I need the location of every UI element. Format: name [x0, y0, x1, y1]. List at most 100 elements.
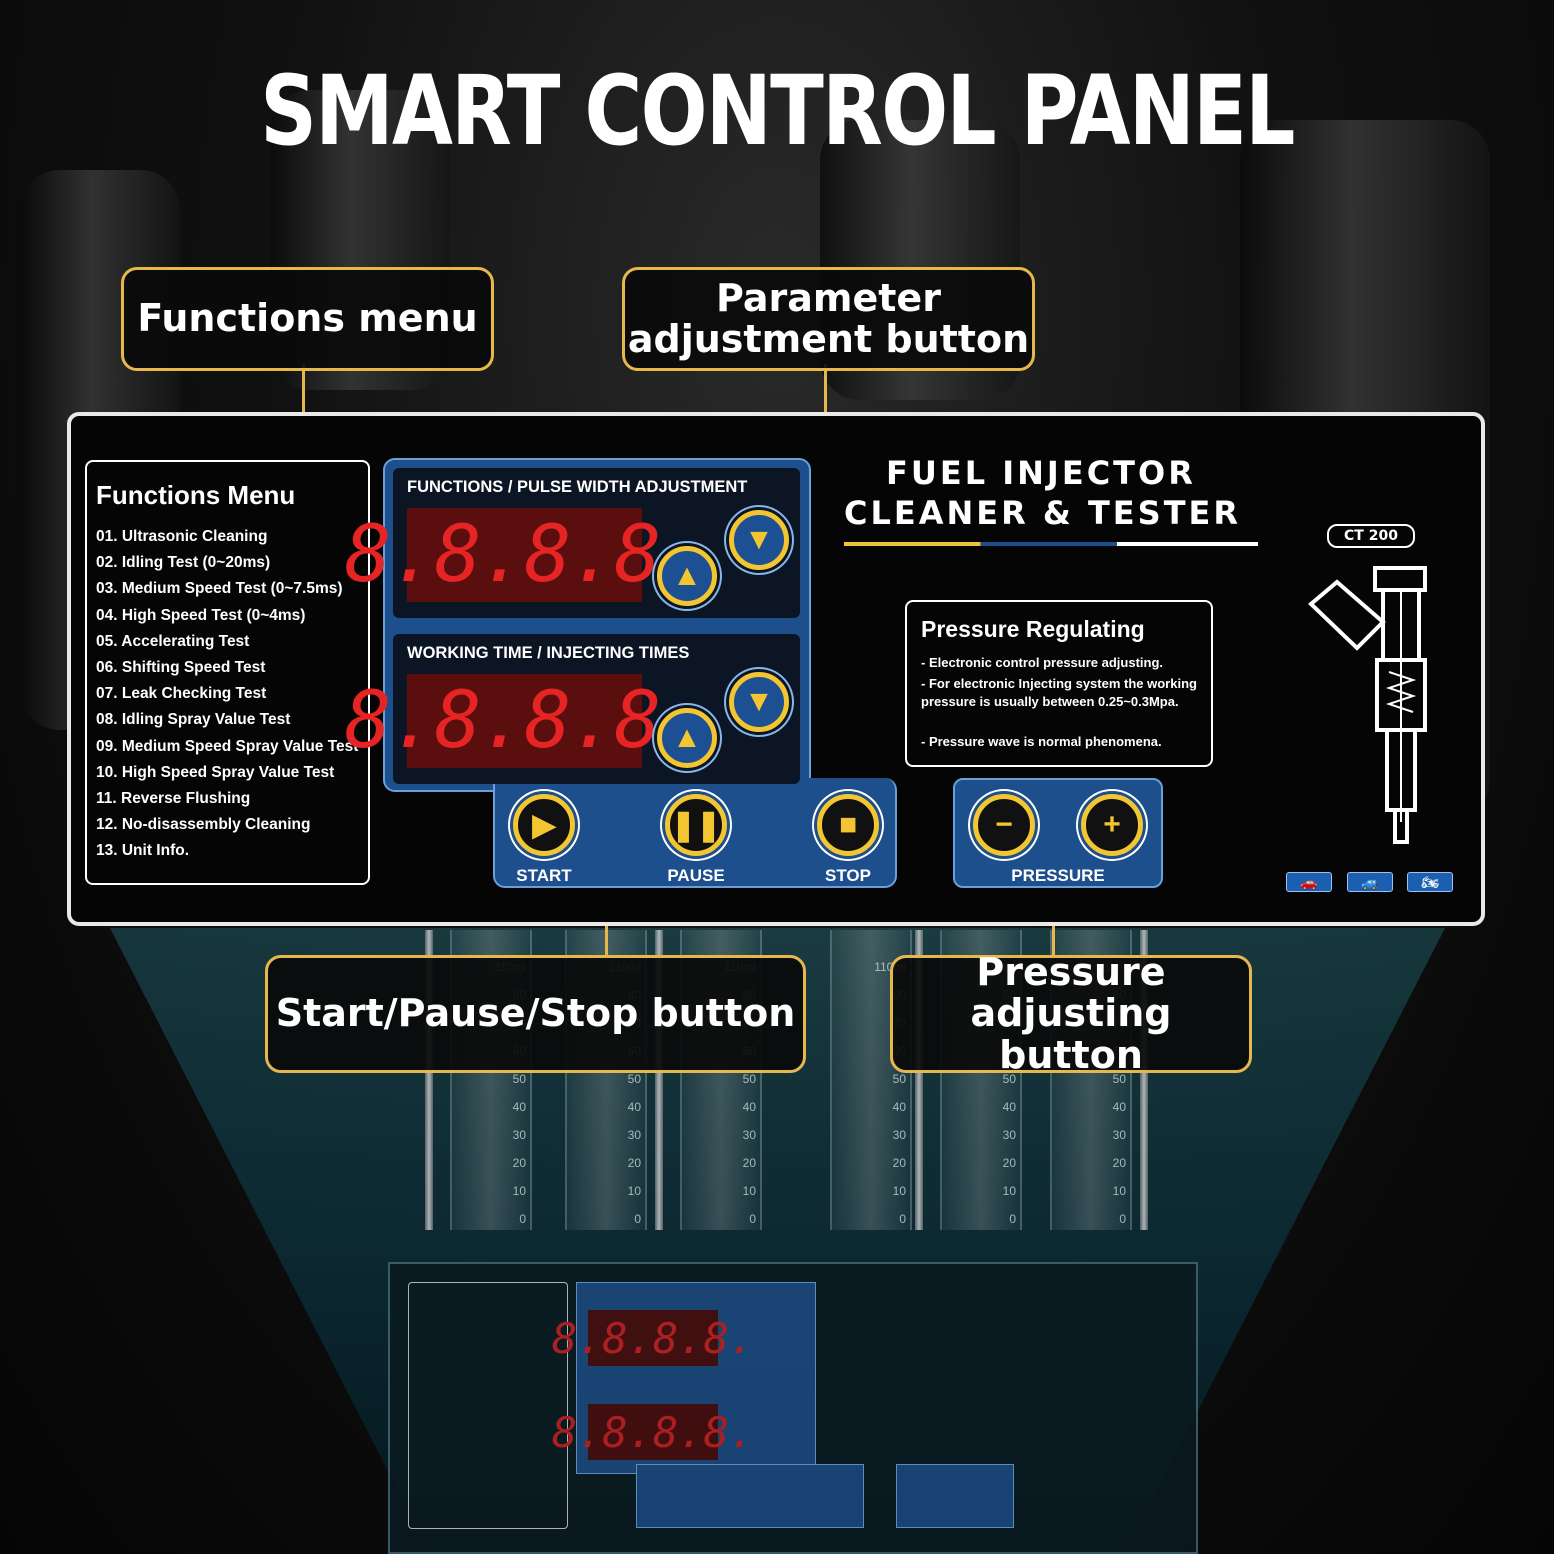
minus-icon: −: [995, 808, 1013, 841]
tube-scale-mark: 0: [1009, 1212, 1016, 1226]
tube-scale-mark: 40: [1112, 1100, 1126, 1114]
start-button[interactable]: ▶: [513, 794, 575, 856]
tube-scale-mark: 50: [1002, 1072, 1016, 1086]
brand-underline: [844, 542, 1258, 546]
functions-menu-item: 07. Leak Checking Test: [96, 685, 267, 703]
tube-scale-mark: 0: [749, 1212, 756, 1226]
callout-parameter-adjustment: Parameter adjustment button: [622, 267, 1035, 371]
pulse-down-button[interactable]: ▼: [729, 510, 789, 570]
tube-scale-mark: 10: [512, 1184, 526, 1198]
tube-scale-mark: 20: [1002, 1156, 1016, 1170]
start-label: START: [516, 866, 572, 885]
callout-pressure-adjusting: Pressure adjusting button: [890, 952, 1252, 1077]
callout-text-line2: adjustment button: [627, 317, 1030, 361]
support-rod: [915, 930, 923, 1230]
tube-scale-mark: 50: [627, 1072, 641, 1086]
pressure-info-box: Pressure Regulating - Electronic control…: [905, 600, 1213, 767]
functions-menu: Functions Menu 01. Ultrasonic Cleaning 0…: [85, 460, 370, 885]
triangle-down-icon: ▼: [744, 685, 774, 718]
support-rod: [655, 930, 663, 1230]
tube-scale-mark: 0: [519, 1212, 526, 1226]
tube-scale-mark: 0: [634, 1212, 641, 1226]
stop-button[interactable]: ■: [817, 794, 879, 856]
triangle-up-icon: ▲: [672, 559, 702, 592]
mini-display-2: 8.8.8.8.: [552, 1404, 754, 1460]
car-icon: 🚗: [1286, 872, 1332, 892]
pressure-minus-button[interactable]: −: [973, 794, 1035, 856]
control-panel: Functions Menu 01. Ultrasonic Cleaning 0…: [67, 412, 1485, 926]
segment-display: 8.8.8.8.: [344, 674, 706, 768]
pressure-note: - Electronic control pressure adjusting.: [921, 655, 1164, 670]
model-badge: CT 200: [1327, 524, 1415, 548]
functions-menu-item: 02. Idling Test (0~20ms): [96, 554, 271, 572]
tube-scale-mark: 50: [1112, 1072, 1126, 1086]
tube-scale-mark: 50: [512, 1072, 526, 1086]
tube-scale-mark: 30: [627, 1128, 641, 1142]
functions-menu-item: 12. No-disassembly Cleaning: [96, 816, 311, 834]
stop-icon: ■: [838, 808, 858, 841]
tube-scale-mark: 0: [1119, 1212, 1126, 1226]
mini-functions-menu: [408, 1282, 568, 1529]
pause-button[interactable]: ❚❚: [665, 794, 727, 856]
tube-scale-mark: 20: [512, 1156, 526, 1170]
mini-pressure-strip: [896, 1464, 1014, 1528]
pressure-label: PRESSURE: [1011, 866, 1105, 885]
brand-line-1: FUEL INJECTOR: [886, 454, 1196, 492]
triangle-down-icon: ▼: [744, 523, 774, 556]
mini-display-1: 8.8.8.8.: [552, 1310, 754, 1366]
time-up-button[interactable]: ▲: [657, 708, 717, 768]
motorcycle-icon: 🏍: [1407, 872, 1453, 892]
functions-menu-item: 03. Medium Speed Test (0~7.5ms): [96, 580, 343, 598]
tube-scale-mark: 10: [892, 1184, 906, 1198]
tube-scale-mark: 50: [742, 1072, 756, 1086]
functions-menu-item: 11. Reverse Flushing: [96, 789, 251, 807]
functions-menu-list: 01. Ultrasonic Cleaning 02. Idling Test …: [96, 528, 358, 868]
tube-scale-mark: 20: [1112, 1156, 1126, 1170]
play-icon: ▶: [532, 808, 556, 842]
pause-label: PAUSE: [667, 866, 725, 885]
tube-scale-mark: 40: [512, 1100, 526, 1114]
pressure-plus-button[interactable]: +: [1081, 794, 1143, 856]
display-label: WORKING TIME / INJECTING TIMES: [407, 644, 690, 662]
tube-scale-mark: 40: [627, 1100, 641, 1114]
mini-button-strip: [636, 1464, 864, 1528]
tube-scale-mark: 40: [742, 1100, 756, 1114]
tube-scale-mark: 10: [627, 1184, 641, 1198]
tube-scale-mark: 30: [1002, 1128, 1016, 1142]
injector-illustration: [1308, 566, 1427, 844]
tube-scale-mark: 40: [892, 1100, 906, 1114]
callout-text: Start/Pause/Stop button: [275, 991, 796, 1036]
callout-text: Functions menu: [137, 296, 478, 341]
tube-scale-mark: 50: [892, 1072, 906, 1086]
functions-menu-item: 13. Unit Info.: [96, 842, 189, 860]
tube-scale-mark: 0: [899, 1212, 906, 1226]
tube-scale-mark: 30: [1112, 1128, 1126, 1142]
triangle-up-icon: ▲: [672, 721, 702, 754]
callout-text-line2: adjusting button: [970, 991, 1172, 1077]
pressure-note: - For electronic Injecting system the wo…: [921, 676, 1197, 709]
tube-scale-mark: 10: [1002, 1184, 1016, 1198]
callout-functions-menu: Functions menu: [121, 267, 494, 371]
measuring-tube: 110ml80706050403020100: [830, 930, 912, 1230]
tube-scale-mark: 20: [742, 1156, 756, 1170]
suv-icon: 🚙: [1347, 872, 1393, 892]
tube-scale-mark: 30: [892, 1128, 906, 1142]
plus-icon: +: [1103, 808, 1121, 841]
functions-menu-item: 05. Accelerating Test: [96, 632, 250, 650]
segment-display: 8.8.8.8.: [344, 508, 706, 602]
time-down-button[interactable]: ▼: [729, 672, 789, 732]
tube-scale-mark: 10: [742, 1184, 756, 1198]
pressure-note: - Pressure wave is normal phenomena.: [921, 734, 1162, 749]
functions-menu-title: Functions Menu: [96, 480, 296, 510]
tube-scale-mark: 20: [892, 1156, 906, 1170]
brand-line-2: CLEANER & TESTER: [844, 494, 1242, 532]
functions-menu-item: 04. High Speed Test (0~4ms): [96, 606, 306, 624]
tube-scale-mark: 30: [512, 1128, 526, 1142]
tube-scale-mark: 20: [627, 1156, 641, 1170]
pulse-up-button[interactable]: ▲: [657, 546, 717, 606]
tube-scale-mark: 10: [1112, 1184, 1126, 1198]
stop-label: STOP: [825, 866, 871, 885]
callout-text-line1: Parameter: [716, 275, 941, 320]
functions-menu-item: 06. Shifting Speed Test: [96, 658, 266, 676]
pause-icon: ❚❚: [670, 808, 722, 842]
